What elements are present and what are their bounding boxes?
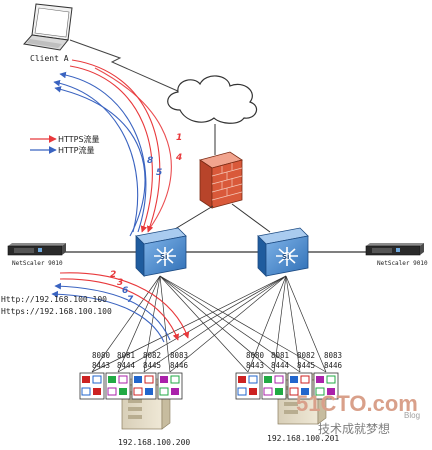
mesh-line [91,275,287,373]
flow-number: 5 [156,168,162,178]
mesh-line [117,275,161,373]
http-url-label: Http://192.168.100.100 [1,295,107,304]
server-left-ip: 192.168.100.200 [118,438,190,447]
mesh-line [159,275,171,373]
service-box [157,372,183,400]
upper-flow-arrows [53,59,172,237]
service-box [261,372,287,400]
server-right-ports: 8080 8443 8081 8444 8082 8445 8083 8446 [246,351,343,370]
legend-https-label: HTTPS流量 [58,134,100,144]
mesh-line [169,275,287,373]
service-box [287,372,313,400]
flow-number: 1 [176,133,182,143]
wan-link [69,39,181,93]
mesh-line [247,275,287,373]
port-http: 8082 [297,351,315,360]
mesh-line [159,275,327,373]
fw-switch-left-link [169,205,214,233]
mesh-line [143,275,161,373]
service-box [105,372,131,400]
port-https: 8444 [271,361,290,370]
port-https: 8444 [117,361,136,370]
port-http: 8080 [92,351,111,360]
fw-switch-right-link [231,203,271,233]
client-label: Client A [30,54,69,63]
netscaler-right-icon [365,243,424,256]
port-https: 8445 [297,361,315,370]
watermark-logo: 51CTO.com 技术成就梦想 Blog [296,391,420,436]
legend-http-label: HTTP流量 [58,145,94,155]
server-left-ports: 8080 8443 8081 8444 8082 8445 8083 8446 [92,351,189,370]
flow-number: 3 [117,278,123,288]
flow-number: 6 [122,286,128,296]
cloud-icon [167,75,258,124]
port-http: 8081 [271,351,289,360]
mesh-line [143,275,287,373]
lower-flow-arrows [51,272,190,343]
mesh-line [159,275,301,373]
mesh-line [285,275,327,373]
mesh-line [159,275,275,373]
server-group [79,372,339,430]
port-https: 8446 [324,361,343,370]
svg-text:技术成就梦想: 技术成就梦想 [318,421,390,436]
server-right-ip: 192.168.100.201 [267,434,339,443]
firewall-icon [199,151,243,209]
port-http: 8081 [117,351,135,360]
port-http: 8082 [143,351,161,360]
netscaler-right-label: NetScaler 9010 [377,260,428,267]
flow-number: 8 [147,156,153,166]
service-box [313,372,339,400]
netscaler-left-icon [7,243,66,256]
mesh-line [117,275,287,373]
flow-number: 4 [175,153,182,163]
svg-text:51CTO.com: 51CTO.com [296,391,418,416]
port-http: 8083 [324,351,342,360]
svg-text:Blog: Blog [404,411,420,420]
flow-number: 7 [127,295,134,305]
netscaler-left-label: NetScaler 9010 [12,260,63,267]
switch-right-icon: Si [257,227,309,277]
service-box [79,372,105,400]
mesh-line [159,275,249,373]
svg-text:Si: Si [160,253,167,261]
port-https: 8443 [92,361,110,370]
port-https: 8445 [143,361,161,370]
svg-text:Si: Si [282,253,289,261]
mesh-line [273,275,287,373]
port-https: 8443 [246,361,264,370]
port-https: 8446 [170,361,189,370]
port-http: 8080 [246,351,265,360]
laptop-icon [23,3,73,51]
port-http: 8083 [170,351,188,360]
switch-left-icon: Si [135,227,187,277]
https-url-label: Https://192.168.100.100 [1,307,112,316]
service-box [131,372,157,400]
service-box [235,372,261,400]
flow-number: 2 [110,270,116,280]
legend: HTTPS流量 HTTP流量 [30,134,100,155]
